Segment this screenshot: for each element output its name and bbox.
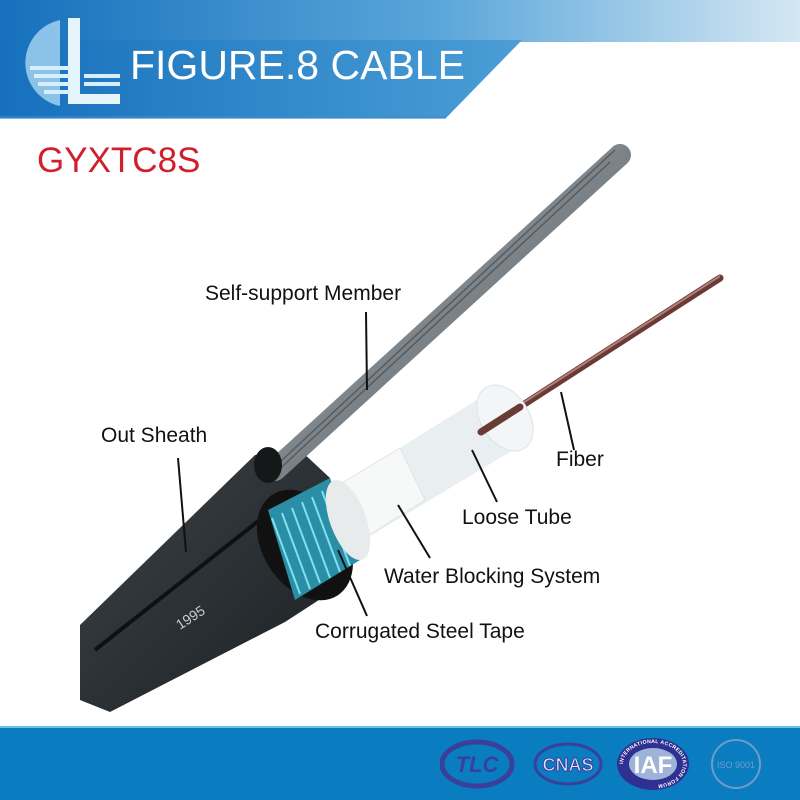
page-title: FIGURE.8 CABLE (130, 42, 465, 88)
footer-bar: TLC CNAS INTERNATIONAL ACCREDITATION FOR… (0, 726, 800, 800)
leader-water-blocking (397, 504, 431, 559)
header-banner (0, 0, 800, 119)
cnas-logo-icon: CNAS (533, 742, 603, 786)
tlc-logo-icon: TLC (440, 739, 515, 789)
label-out-sheath: Out Sheath (101, 424, 208, 447)
label-fiber: Fiber (556, 448, 604, 471)
label-water-blocking: Water Blocking System (384, 565, 601, 588)
leader-fiber (560, 391, 575, 451)
svg-text:CNAS: CNAS (542, 755, 593, 775)
svg-text:ISO 9001: ISO 9001 (717, 760, 755, 770)
leader-lines (177, 311, 575, 617)
label-corrugated-steel-tape: Corrugated Steel Tape (315, 620, 525, 643)
leader-loose-tube (471, 449, 498, 503)
label-self-support-member: Self-support Member (205, 282, 402, 305)
leader-out-sheath (177, 457, 187, 553)
iaf-logo-icon: INTERNATIONAL ACCREDITATION FORUM IAF (617, 738, 689, 790)
leader-self-support (365, 311, 368, 391)
corrugated-steel-tape (268, 478, 371, 600)
label-loose-tube: Loose Tube (462, 506, 572, 529)
leader-steel-tape (337, 549, 368, 617)
svg-text:TLC: TLC (456, 752, 500, 777)
company-logo-icon (25, 18, 120, 106)
iso-9001-logo-icon: ISO 9001 (711, 739, 761, 789)
model-name: GYXTC8S (37, 141, 201, 180)
svg-text:IAF: IAF (634, 752, 673, 779)
cable-illustration: 1995 (80, 144, 724, 712)
